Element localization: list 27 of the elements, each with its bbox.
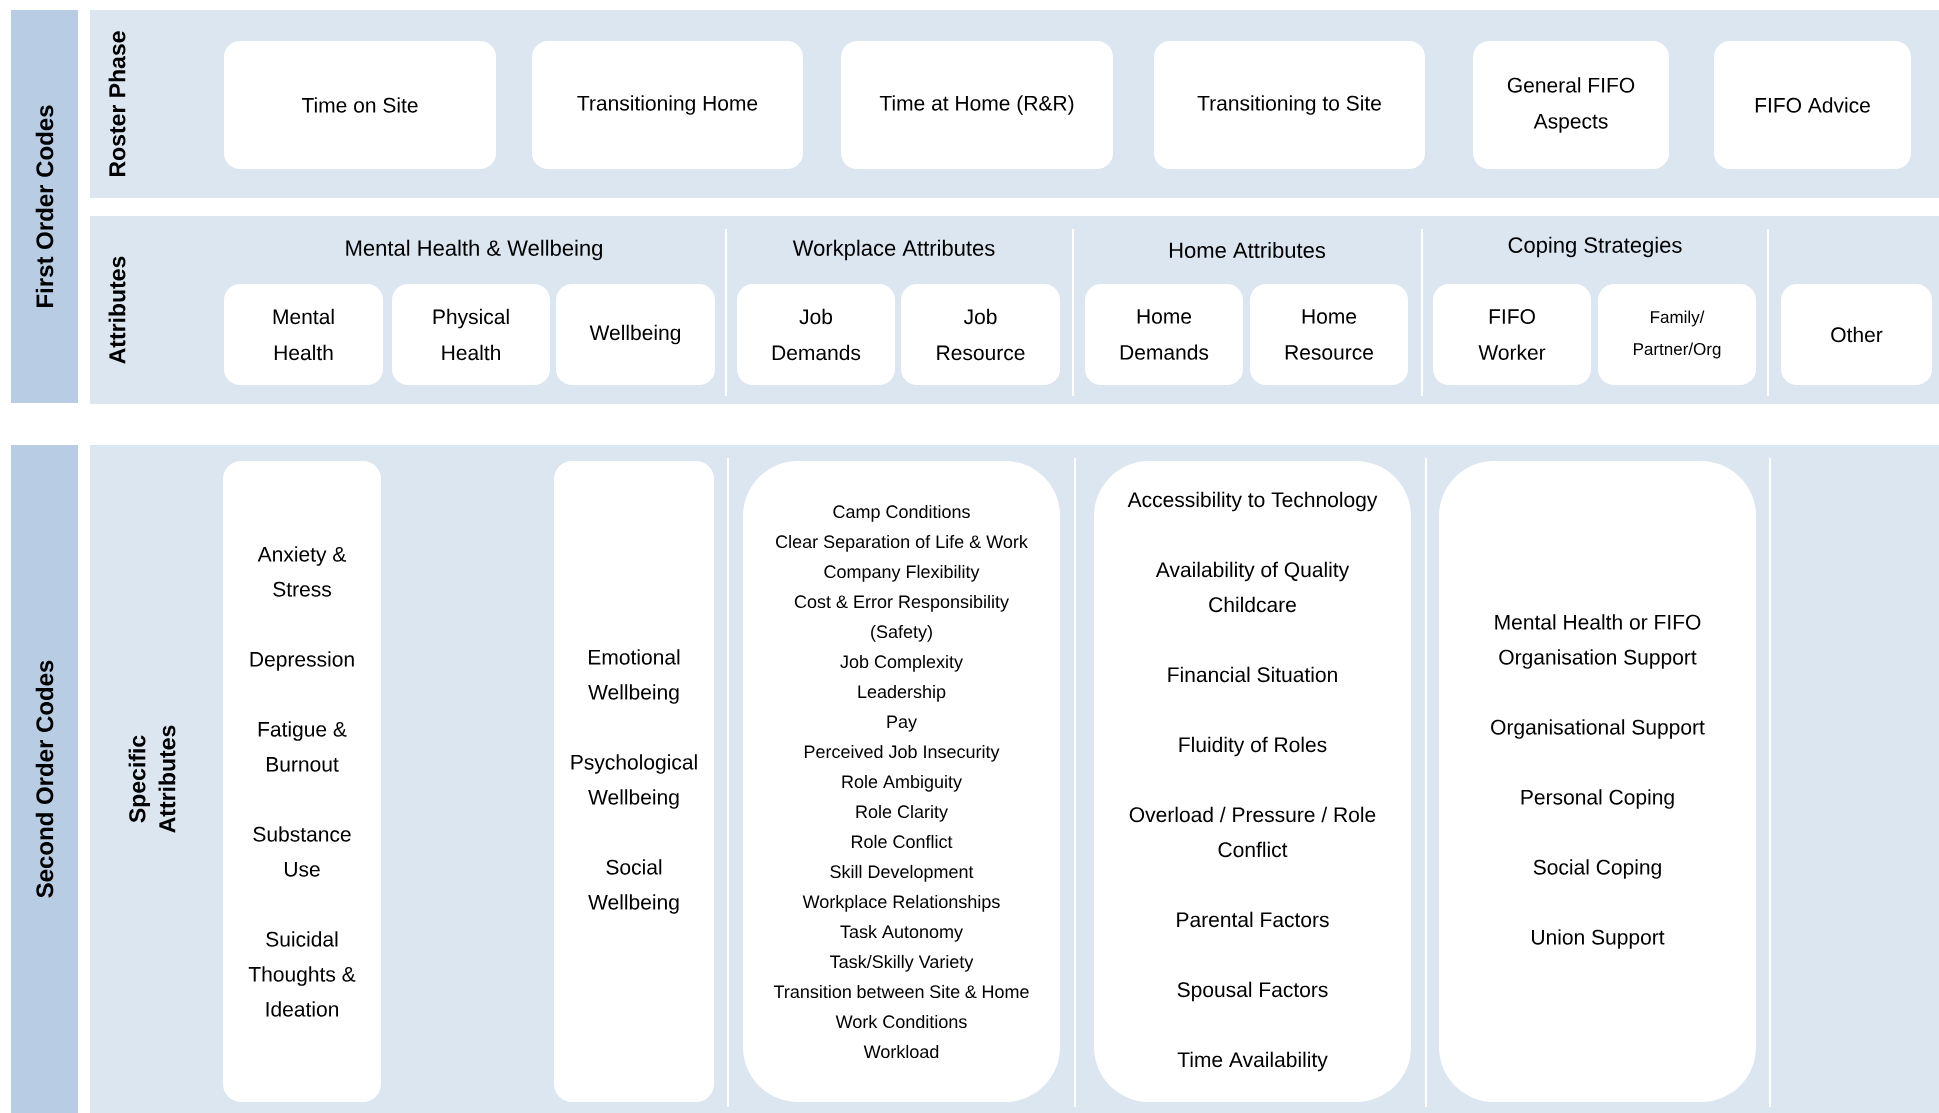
code-box: Job Demands [737,284,895,385]
code-box: Mental Health [224,284,383,385]
code-box: Transitioning Home [532,41,803,169]
code-box: FIFO Advice [1714,41,1911,169]
group-heading: Mental Health & Wellbeing [346,239,602,261]
group-heading: Workplace Attributes [792,239,995,261]
code-box: General FIFO Aspects [1473,41,1669,169]
code-list-box: Accessibility to Technology Availability of Quality Childcare Financial Situation Fluidity of Roles Overload / Pressure / Role Conflict Parental Factors Spousal Factors Time Availability [1094,461,1411,1102]
code-box: FIFO Worker [1433,284,1591,385]
code-list-box: Anxiety & Stress Depression Fatigue & Burnout Substance Use Suicidal Thoughts & Ideation [223,461,381,1102]
code-box: Job Resource [901,284,1060,385]
code-box: Physical Health [392,284,550,385]
code-box: Home Demands [1085,284,1243,385]
code-box: Home Resource [1250,284,1408,385]
category-band: First Order Codes [11,10,78,403]
code-box: Wellbeing [556,284,715,385]
group-heading: Home Attributes [1169,241,1326,259]
code-list-box: Emotional Wellbeing Psychological Wellbeing Social Wellbeing [554,461,714,1102]
code-box: Family/ Partner/Org [1598,284,1756,385]
code-box: Transitioning to Site [1154,41,1425,169]
category-band: Second Order Codes [11,445,78,1113]
group-heading: Coping Strategies [1508,236,1682,258]
code-list-box: Camp Conditions Clear Separation of Life & Work Company Flexibility Cost & Error Responsibility (Safety) Job Complexity Leadership Pay Perceived Job Insecurity Role Ambiguity Role Clarity Role Conflict Skill Development Workplace Relationships Task Autonomy Task/Skilly Variety Transition between Site & Home Work Conditions Workload [743,461,1060,1102]
code-list-box: Mental Health or FIFO Organisation Support Organisational Support Personal Coping Social Coping Union Support [1439,461,1756,1102]
code-box: Time on Site [224,41,496,169]
code-box: Time at Home (R&R) [841,41,1113,169]
code-box: Other [1781,284,1932,385]
